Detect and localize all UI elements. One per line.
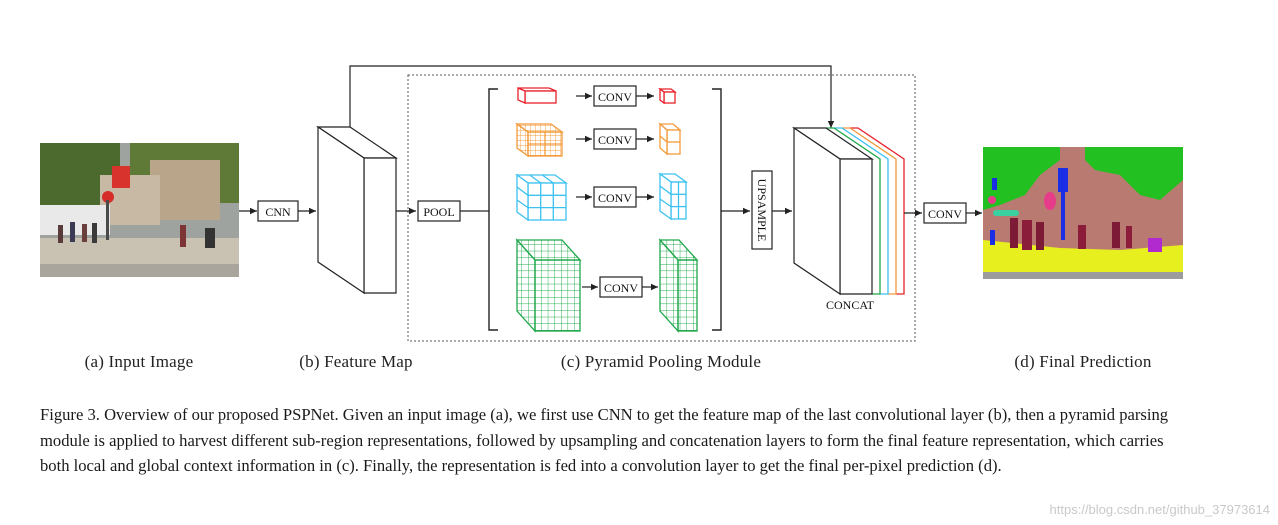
concat-label: CONCAT <box>826 298 875 312</box>
upsample-label: UPSAMPLE <box>755 179 769 242</box>
skip-connection-arrow <box>349 65 835 128</box>
ppm-region <box>407 74 916 342</box>
upsample-box <box>751 170 773 250</box>
section-label-ppm: (c) Pyramid Pooling Module <box>561 352 761 371</box>
level-1-conv-output <box>658 87 677 105</box>
section-label-input: (a) Input Image <box>85 352 194 371</box>
conv-label-1: CONV <box>598 90 632 104</box>
feature-map-block <box>316 125 398 295</box>
section-label-feature-map: (b) Feature Map <box>299 352 412 371</box>
level-2-conv-output <box>658 122 682 156</box>
prediction-segmentation-map <box>983 147 1183 279</box>
level-1-pooled <box>517 87 557 104</box>
conv-final-label: CONV <box>928 207 962 221</box>
section-label-prediction: (d) Final Prediction <box>1014 352 1151 371</box>
right-bracket <box>712 88 722 331</box>
cnn-label: CNN <box>265 205 291 219</box>
figure-caption: Figure 3. Overview of our proposed PSPNe… <box>40 405 1169 475</box>
left-bracket <box>488 88 498 331</box>
conv-label-4: CONV <box>604 281 638 295</box>
level-4-conv-output <box>658 238 699 333</box>
concat-stack <box>826 127 905 295</box>
concat-block <box>792 126 874 296</box>
input-image <box>40 143 239 277</box>
conv-label-3: CONV <box>598 191 632 205</box>
pspnet-diagram: CNN POOL CONV CONV <box>40 65 1183 371</box>
conv-label-2: CONV <box>598 133 632 147</box>
pool-label: POOL <box>423 205 454 219</box>
level-3-pooled <box>515 173 568 222</box>
level-3-conv-output <box>658 172 688 221</box>
level-2-pooled <box>515 122 564 158</box>
watermark: https://blog.csdn.net/github_37973614 <box>1049 502 1270 517</box>
level-4-pooled <box>515 238 582 333</box>
